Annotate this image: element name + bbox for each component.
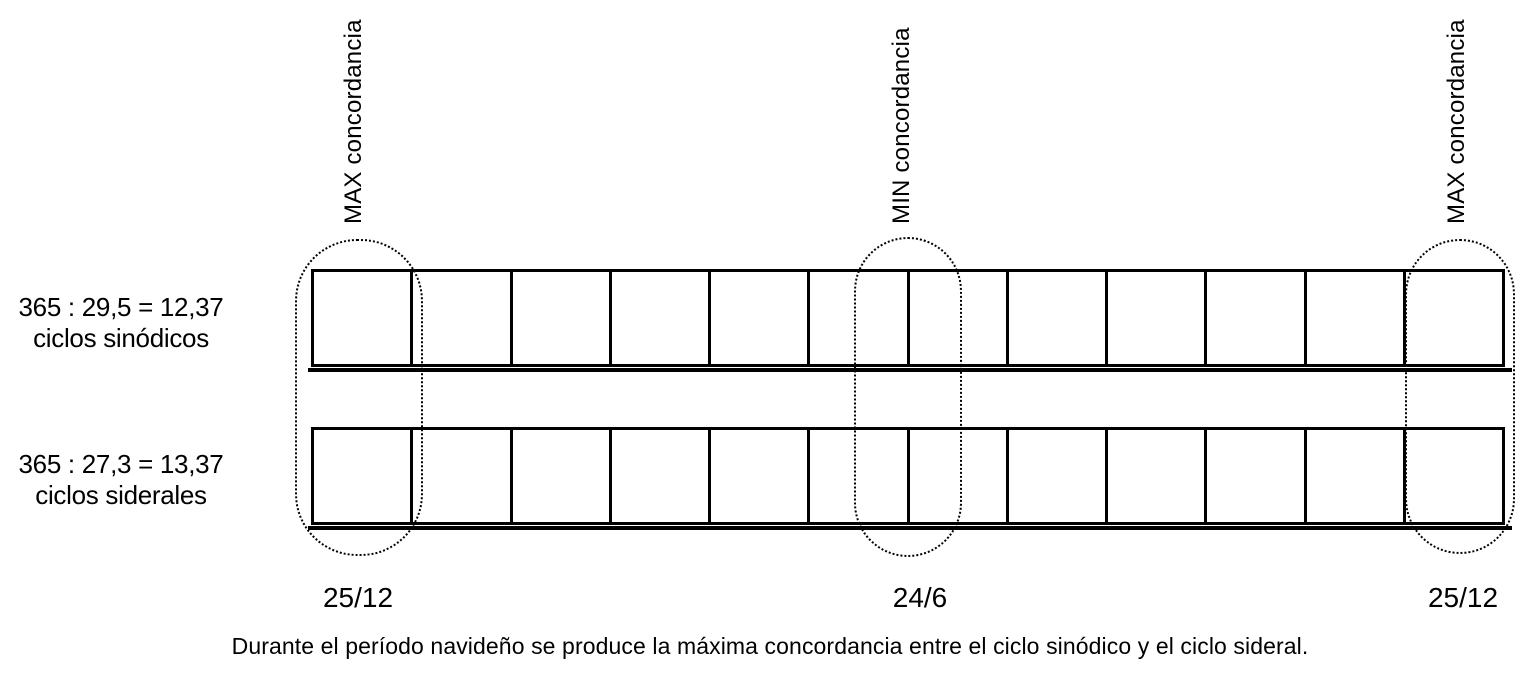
cycle-cell xyxy=(711,430,811,522)
sidereal-formula-equation: 365 : 27,3 = 13,37 xyxy=(18,449,224,479)
cycle-cell xyxy=(1108,272,1208,364)
synodic-formula-name: ciclos sinódicos xyxy=(33,322,209,353)
max-concordancia-label-left: MAX concordancia xyxy=(340,19,367,224)
date-25-12-right: 25/12 xyxy=(1427,582,1499,613)
cycle-cell xyxy=(314,430,414,522)
cycle-cell xyxy=(1207,430,1307,522)
cycle-cell xyxy=(810,430,910,522)
synodic-formula-equation: 365 : 29,5 = 12,37 xyxy=(18,292,224,322)
cycle-cell xyxy=(413,430,513,522)
sidereal-formula-name: ciclos siderales xyxy=(35,479,207,510)
date-24-6: 24/6 xyxy=(892,582,948,613)
cycle-cell xyxy=(612,430,711,522)
cycle-cell xyxy=(711,272,811,364)
cycle-cell xyxy=(1307,430,1406,522)
synodic-row-baseline xyxy=(308,368,1512,372)
date-25-12-left: 25/12 xyxy=(322,582,394,613)
cycle-cell xyxy=(1207,272,1307,364)
cycle-cell xyxy=(910,430,1009,522)
cycle-cell xyxy=(1009,272,1108,364)
min-concordance-outline xyxy=(854,237,962,557)
max-concordance-outline-right xyxy=(1405,239,1515,554)
cycle-cell xyxy=(413,272,513,364)
cycle-cell xyxy=(314,272,414,364)
caption-text: Durante el período navideño se produce l… xyxy=(231,633,1309,659)
min-concordancia-label: MIN concordancia xyxy=(888,27,915,224)
cycle-cell xyxy=(810,272,910,364)
cycle-cell xyxy=(910,272,1009,364)
cycle-cell xyxy=(612,272,711,364)
cycle-cell xyxy=(1108,430,1208,522)
cycle-cell xyxy=(513,430,612,522)
cycle-cell xyxy=(1009,430,1108,522)
max-concordancia-label-right: MAX concordancia xyxy=(1443,19,1470,224)
synodic-formula: 365 : 29,5 = 12,37 ciclos sinódicos xyxy=(0,292,242,353)
max-concordance-outline-left xyxy=(295,239,423,556)
cycle-cell xyxy=(1307,272,1406,364)
sidereal-formula: 365 : 27,3 = 13,37 ciclos siderales xyxy=(0,449,242,510)
cycle-cell xyxy=(513,272,612,364)
